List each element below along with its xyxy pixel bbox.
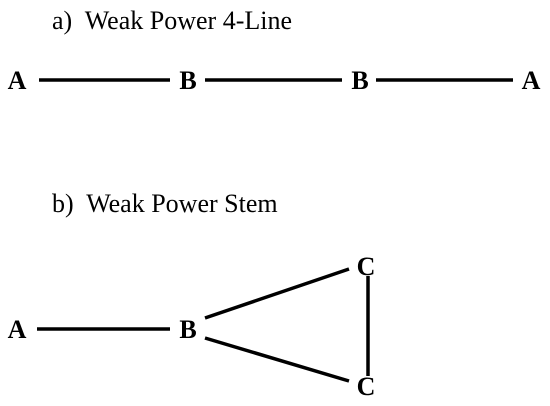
panel-a: a) Weak Power 4-Line A B B A bbox=[8, 6, 541, 95]
panel-a-caption: a) Weak Power 4-Line bbox=[52, 6, 292, 35]
node-a-right-middle: B bbox=[351, 66, 368, 95]
node-b-bottom: C bbox=[357, 372, 376, 401]
node-b-hub: B bbox=[179, 315, 196, 344]
node-a-left-middle: B bbox=[179, 66, 196, 95]
panel-b-caption: b) Weak Power Stem bbox=[52, 189, 278, 218]
panel-b: b) Weak Power Stem A B C C bbox=[8, 189, 376, 401]
edge-b-hub-to-top bbox=[204, 267, 350, 320]
node-b-top: C bbox=[357, 252, 376, 281]
node-b-stem: A bbox=[8, 315, 27, 344]
node-a-left-end: A bbox=[8, 66, 27, 95]
node-a-right-end: A bbox=[522, 66, 541, 95]
edge-b-hub-to-bottom bbox=[204, 336, 350, 383]
